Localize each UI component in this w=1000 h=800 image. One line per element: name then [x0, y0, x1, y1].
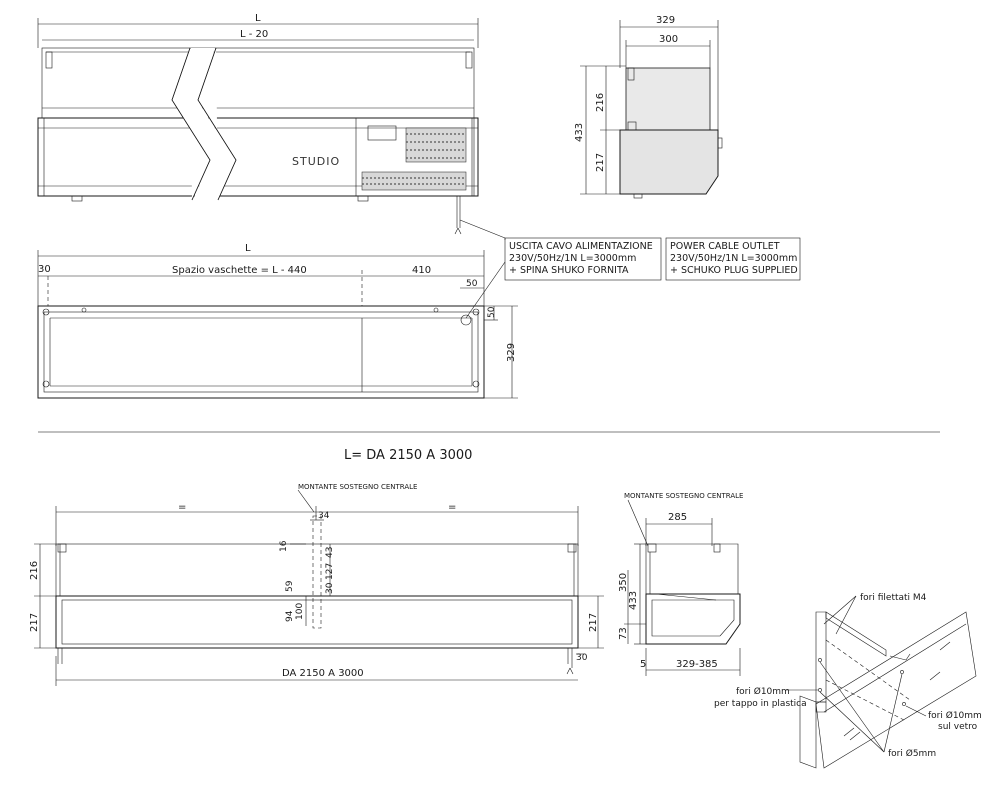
- dim-350: 350: [618, 573, 629, 592]
- dim-285: 285: [668, 512, 687, 523]
- dim-216-left: 216: [29, 561, 40, 580]
- cable-note-it-line3: + SPINA SHUKO FORNITA: [509, 265, 629, 276]
- dim-217-right: 217: [588, 613, 599, 632]
- dim-30: 30: [325, 582, 335, 594]
- detail-threaded-holes: fori filettati M4: [860, 593, 927, 603]
- plan-dim-tray-space: Spazio vaschette = L - 440: [172, 265, 307, 276]
- cable-note-en-line3: + SCHUKO PLUG SUPPLIED: [670, 265, 798, 276]
- central-support-label: MONTANTE SOSTEGNO CENTRALE: [298, 483, 417, 491]
- dim-100: 100: [295, 603, 305, 620]
- dim-34: 34: [318, 511, 330, 521]
- dim-total: DA 2150 A 3000: [282, 668, 364, 679]
- detail-holes-10-b: per tappo in plastica: [714, 699, 807, 709]
- dim-59: 59: [285, 580, 295, 592]
- side-view-bottom: MONTANTE SOSTEGNO CENTRALE 285 433 350 7…: [618, 492, 743, 676]
- detail-holes-10-glass-b: sul vetro: [938, 722, 978, 732]
- plan-view: L 30 Spazio vaschette = L - 440 410 50 3…: [37, 243, 518, 399]
- dim-16: 16: [279, 540, 289, 552]
- dim-94: 94: [285, 610, 295, 622]
- cable-note-it-line2: 230V/50Hz/1N L=3000mm: [509, 253, 636, 264]
- dim-217-left: 217: [29, 613, 40, 632]
- detail-holes-5: fori Ø5mm: [888, 748, 936, 759]
- dim-30-bottom: 30: [576, 653, 588, 663]
- side-view-top: 329 300 433 216 217: [574, 15, 723, 199]
- detail-holes-10-a: fori Ø10mm: [736, 686, 790, 697]
- dim-300: 300: [659, 34, 678, 45]
- detail-holes-10-glass-a: fori Ø10mm: [928, 710, 982, 721]
- eq-left: =: [178, 502, 186, 513]
- front-view-top: L L - 20: [37, 13, 479, 235]
- dim-L-minus-20: L - 20: [240, 29, 268, 40]
- dim-433: 433: [628, 591, 639, 610]
- plan-dim-410: 410: [412, 265, 431, 276]
- dim-329: 329: [656, 15, 675, 26]
- dim-127: 127: [325, 563, 335, 580]
- cable-notes: USCITA CAVO ALIMENTAZIONE 230V/50Hz/1N L…: [459, 219, 801, 319]
- dim-217: 217: [595, 153, 606, 172]
- dim-5: 5: [640, 659, 646, 670]
- dim-L: L: [255, 13, 261, 24]
- dim-43: 43: [325, 547, 335, 558]
- front-view-bottom: MONTANTE SOSTEGNO CENTRALE = = 34 16 43 …: [29, 483, 604, 686]
- dim-216: 216: [595, 93, 606, 112]
- dim-73: 73: [618, 627, 629, 640]
- plan-dim-L: L: [245, 243, 251, 254]
- dim-329-385: 329-385: [676, 659, 718, 670]
- brand-logo: STUDIO: [292, 155, 340, 168]
- cable-note-en-line2: 230V/50Hz/1N L=3000mm: [670, 253, 797, 264]
- dim-433: 433: [574, 123, 585, 142]
- side-central-support-label: MONTANTE SOSTEGNO CENTRALE: [624, 492, 743, 500]
- plan-dim-50-side: 50: [487, 306, 497, 318]
- detail-view: fori filettati M4 fori Ø10mm per tappo i…: [714, 593, 982, 769]
- plan-dim-50-top: 50: [466, 279, 478, 289]
- eq-right: =: [448, 502, 456, 513]
- vent-grille: [361, 127, 467, 191]
- cable-note-en-line1: POWER CABLE OUTLET: [670, 241, 780, 252]
- cable-note-it-line1: USCITA CAVO ALIMENTAZIONE: [509, 241, 653, 252]
- plan-dim-30: 30: [38, 264, 51, 275]
- section-title: L= DA 2150 A 3000: [344, 448, 472, 463]
- plan-dim-329: 329: [506, 343, 517, 362]
